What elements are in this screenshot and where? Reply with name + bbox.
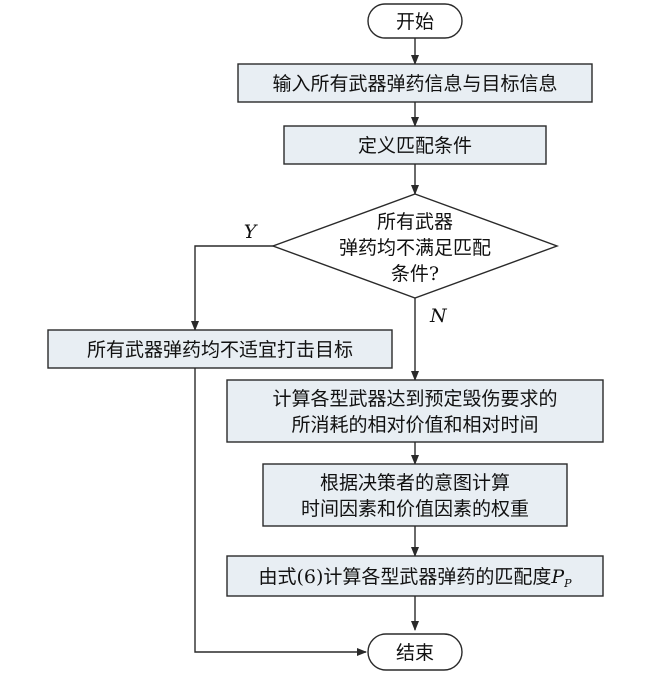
match-degree-symbol: P — [550, 566, 565, 588]
weights-box: 根据决策者的意图计算 时间因素和价值因素的权重 — [262, 463, 568, 527]
start-terminal: 开始 — [367, 3, 463, 39]
start-label: 开始 — [396, 11, 434, 33]
compute-cost-line-1: 计算各型武器达到预定毁伤要求的 — [272, 388, 557, 410]
unsuitable-box: 所有武器弹药均不适宜打击目标 — [47, 329, 393, 369]
compute-cost-box: 计算各型武器达到预定毁伤要求的 所消耗的相对价值和相对时间 — [226, 379, 604, 443]
compute-cost-line-2: 所消耗的相对价值和相对时间 — [291, 414, 538, 436]
input-label: 输入所有武器弹药信息与目标信息 — [272, 73, 557, 95]
input-box: 输入所有武器弹药信息与目标信息 — [237, 63, 593, 103]
define-label: 定义匹配条件 — [358, 135, 472, 157]
decision-diamond: 所有武器 弹药均不满足匹配 条件? — [270, 193, 560, 299]
weights-line-2: 时间因素和价值因素的权重 — [301, 498, 529, 520]
decision-line-3: 条件? — [391, 263, 439, 285]
match-degree-label: 由式(6)计算各型武器弹药的匹配度PP — [258, 566, 572, 590]
end-label: 结束 — [396, 642, 434, 664]
weights-line-1: 根据决策者的意图计算 — [320, 472, 510, 494]
define-conditions-box: 定义匹配条件 — [283, 125, 547, 165]
unsuitable-label: 所有武器弹药均不适宜打击目标 — [87, 339, 353, 361]
branch-no-label: N — [429, 305, 448, 327]
match-degree-subscript: P — [563, 577, 572, 590]
decision-line-2: 弹药均不满足匹配 — [339, 237, 491, 259]
arrow-decision-yes — [191, 245, 280, 331]
match-degree-box: 由式(6)计算各型武器弹药的匹配度PP — [226, 555, 604, 597]
line-unsuitable-to-end — [194, 368, 367, 656]
branch-yes-label: Y — [244, 221, 259, 243]
decision-line-1: 所有武器 — [377, 211, 453, 233]
match-degree-prefix: 由式(6)计算各型武器弹药的匹配度 — [258, 566, 551, 588]
end-terminal: 结束 — [367, 633, 463, 671]
